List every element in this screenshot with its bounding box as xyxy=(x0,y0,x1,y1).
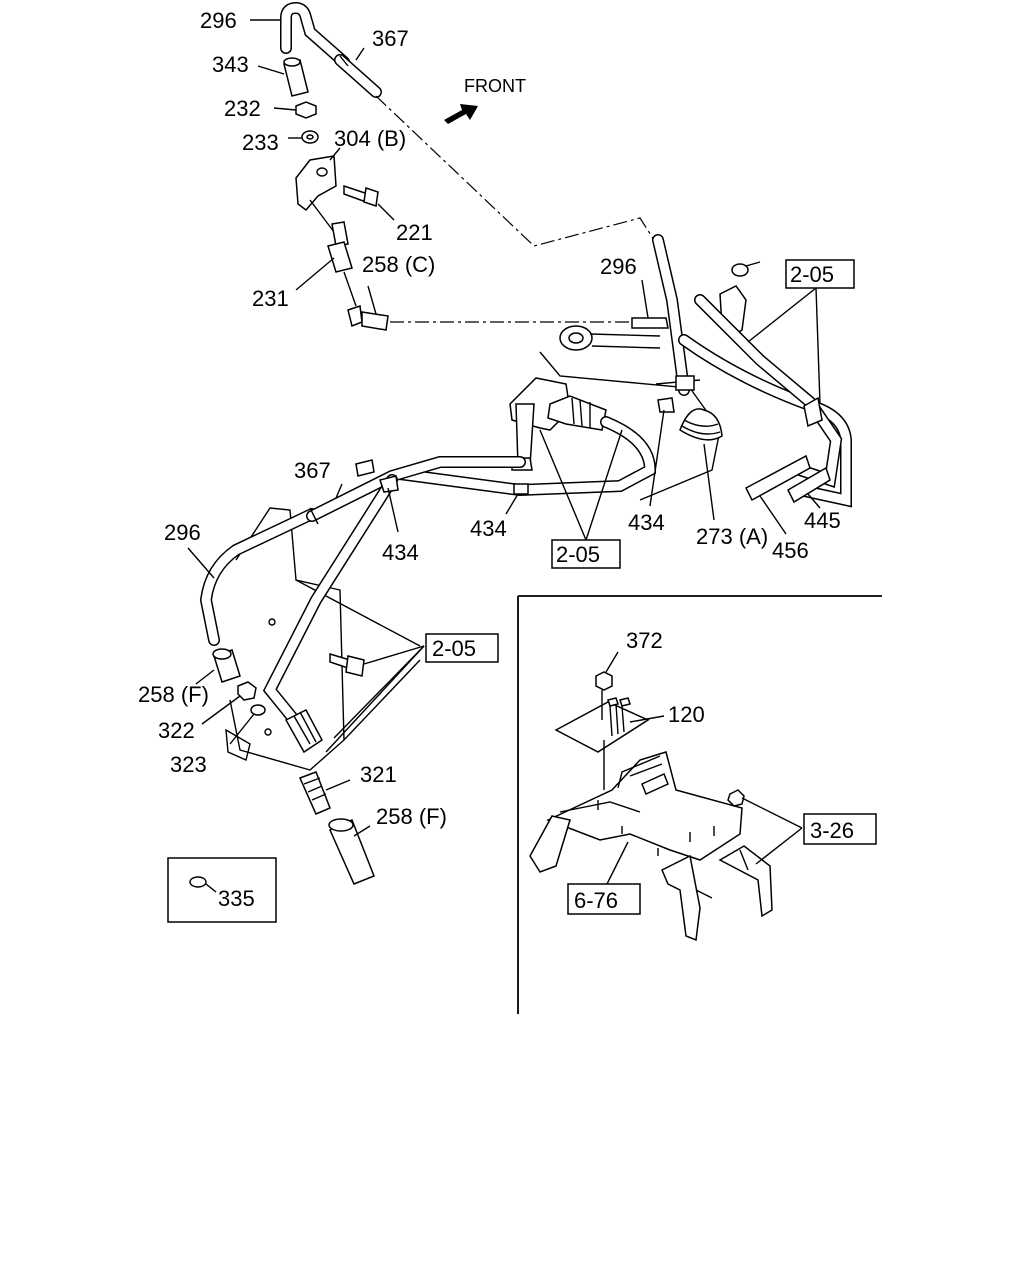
central-assembly xyxy=(394,234,852,508)
callout-232: 232 xyxy=(224,96,261,121)
svg-text:2-05: 2-05 xyxy=(790,262,834,287)
callout-labels: 296 367 343 232 233 304 (B) 221 231 258 … xyxy=(138,8,841,829)
callout-296-left: 296 xyxy=(164,520,201,545)
ref-box-326: 3-26 xyxy=(803,813,877,845)
ref-box-676: 6-76 xyxy=(567,883,641,915)
callout-321: 321 xyxy=(360,762,397,787)
callout-456: 456 xyxy=(772,538,809,563)
callout-120: 120 xyxy=(668,702,705,727)
cable-end-upper xyxy=(280,1,389,331)
callout-258f-lower: 258 (F) xyxy=(376,804,447,829)
svg-text:2-05: 2-05 xyxy=(432,636,476,661)
callout-258f-left: 258 (F) xyxy=(138,682,209,707)
callout-296-mid: 296 xyxy=(600,254,637,279)
svg-text:3-26: 3-26 xyxy=(810,818,854,843)
callout-231: 231 xyxy=(252,286,289,311)
callout-296-top: 296 xyxy=(200,8,237,33)
front-label: FRONT xyxy=(464,76,526,96)
callout-233: 233 xyxy=(242,130,279,155)
svg-text:2-05: 2-05 xyxy=(556,542,600,567)
callout-445: 445 xyxy=(804,508,841,533)
callout-372: 372 xyxy=(626,628,663,653)
callout-434-left: 434 xyxy=(382,540,419,565)
leader-lines xyxy=(187,19,821,887)
callout-367-mid: 367 xyxy=(294,458,331,483)
callout-322: 322 xyxy=(158,718,195,743)
callout-304b: 304 (B) xyxy=(334,126,406,151)
callout-323: 323 xyxy=(170,752,207,777)
callout-434-mid: 434 xyxy=(470,516,507,541)
inset-panel xyxy=(517,595,882,1014)
lower-left-assembly xyxy=(199,456,526,885)
callout-434-right: 434 xyxy=(628,510,665,535)
callout-221: 221 xyxy=(396,220,433,245)
callout-258c: 258 (C) xyxy=(362,252,435,277)
svg-text:6-76: 6-76 xyxy=(574,888,618,913)
front-arrow: FRONT xyxy=(444,76,526,124)
callout-343: 343 xyxy=(212,52,249,77)
ref-box-205-lower: 2-05 xyxy=(425,633,499,663)
callout-367-top: 367 xyxy=(372,26,409,51)
legend-box-335: 335 xyxy=(167,857,277,923)
ref-box-205-mid: 2-05 xyxy=(551,539,621,569)
callout-273a: 273 (A) xyxy=(696,524,768,549)
ref-box-205-top: 2-05 xyxy=(785,259,855,289)
legend-number: 335 xyxy=(218,886,255,911)
